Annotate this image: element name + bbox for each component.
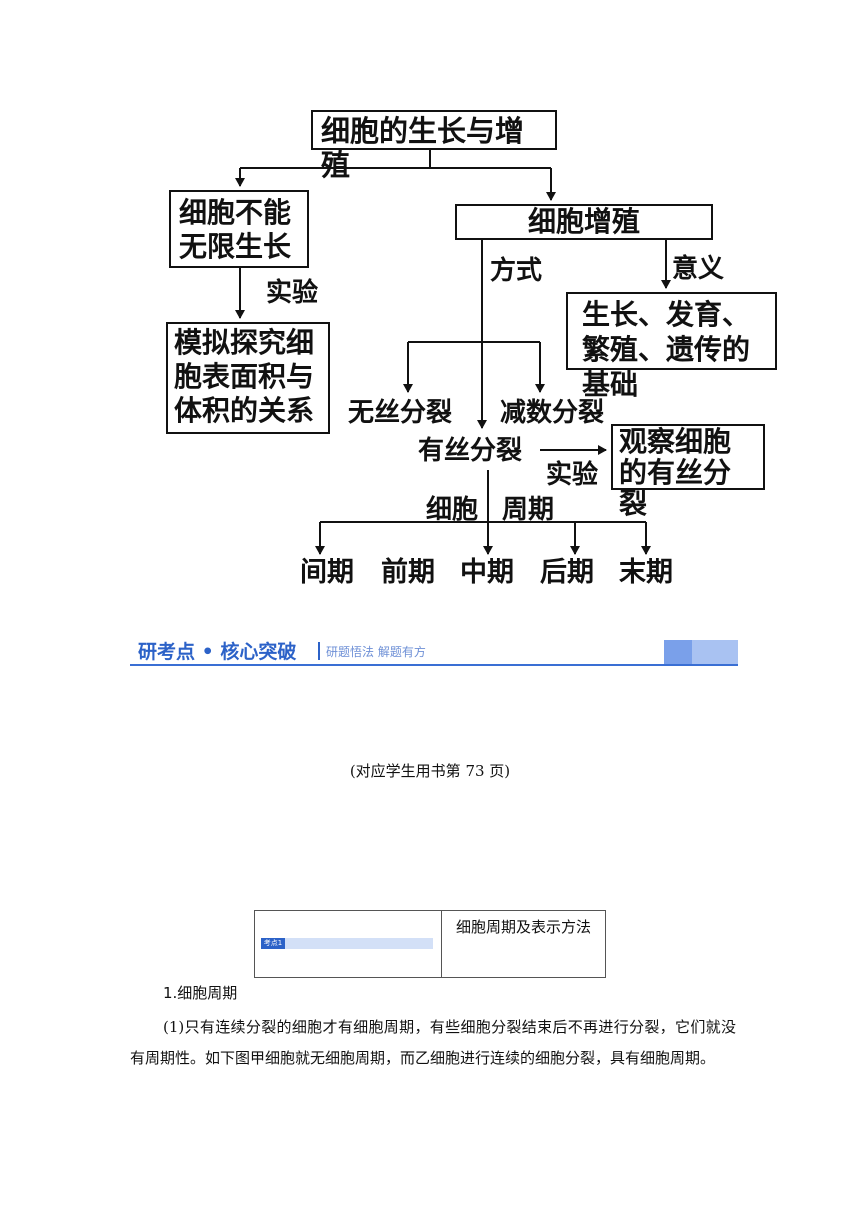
banner-subtitle: 研题悟法 解题有方: [326, 645, 426, 659]
kaodian-badge: 考点1: [261, 938, 285, 949]
root-box: 细胞的生长与增殖: [311, 110, 557, 182]
banner-title: 研考点 • 核心突破: [138, 641, 297, 663]
kaodian-table: 考点1 细胞周期及表示方法: [254, 910, 606, 978]
left-experiment-label: 实验: [266, 278, 319, 308]
observe-box: 观察细胞的有丝分裂: [611, 424, 765, 519]
banner-separator: [318, 642, 320, 660]
banner-underline: [130, 664, 738, 666]
meaning-content: 生长、发育、繁殖、遗传的基础: [582, 298, 751, 401]
body-paragraph: (1)只有连续分裂的细胞才有细胞周期，有些细胞分裂结束后不再进行分裂，它们就没有…: [130, 1018, 736, 1067]
section-title: 1.细胞周期: [163, 984, 238, 1002]
simulation-label: 模拟探究细胞表面积与体积的关系: [174, 326, 315, 427]
phase-telophase: 末期: [619, 557, 673, 588]
phase-metaphase: 中期: [460, 557, 514, 588]
simulation-box: 模拟探究细胞表面积与体积的关系: [166, 322, 330, 434]
kaodian-title: 细胞周期及表示方法: [455, 918, 591, 936]
meiosis-label: 减数分裂: [500, 398, 605, 428]
phase-prophase: 前期: [381, 557, 435, 588]
amitosis-label: 无丝分裂: [348, 398, 453, 428]
section-banner: 研考点 • 核心突破 研题悟法 解题有方: [130, 636, 738, 668]
mitosis-experiment-label: 实验: [546, 460, 599, 490]
phase-interphase: 间期: [300, 557, 354, 588]
concept-map: 细胞的生长与增殖 细胞不能无限生长 实验 模拟探究细胞表面积与体积的关系 细胞增…: [0, 0, 860, 600]
cycle-right-label: 周期: [502, 495, 555, 525]
banner-accent-block: [664, 640, 692, 664]
kaodian-badge-cell: 考点1: [255, 911, 442, 977]
meaning-box: 生长、发育、繁殖、遗传的基础: [566, 292, 777, 401]
limited-growth-label: 细胞不能无限生长: [179, 196, 292, 263]
cycle-left-label: 细胞: [426, 495, 479, 525]
root-label: 细胞的生长与增殖: [321, 114, 525, 182]
proliferation-label: 细胞增殖: [527, 205, 640, 238]
phase-anaphase: 后期: [540, 557, 594, 588]
mitosis-label: 有丝分裂: [418, 436, 523, 466]
banner-accent-block-light: [692, 640, 738, 664]
concept-map-connectors: [235, 148, 671, 555]
limited-growth-box: 细胞不能无限生长: [169, 190, 309, 268]
method-label: 方式: [490, 256, 543, 286]
meaning-label: 意义: [672, 254, 725, 284]
page-reference: (对应学生用书第 73 页): [349, 762, 511, 780]
kaodian-bar: [285, 938, 433, 949]
proliferation-box: 细胞增殖: [455, 204, 713, 240]
observe-label: 观察细胞的有丝分裂: [619, 425, 732, 520]
